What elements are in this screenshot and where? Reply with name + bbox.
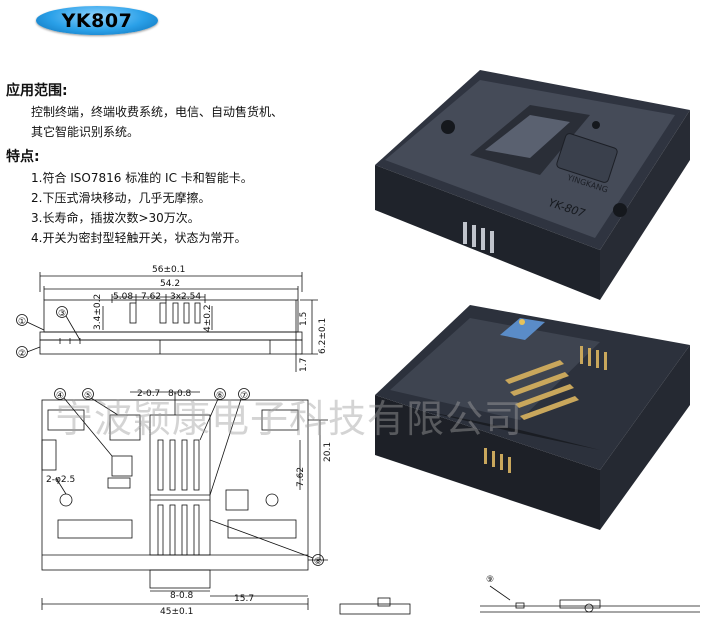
dim-hole: 2-φ2.5 (46, 475, 75, 485)
feature-2: 2.下压式滑块移动，几乎无摩擦。 (31, 191, 211, 205)
feature-4: 4.开关为密封型轻触开关，状态为常开。 (31, 231, 247, 245)
dim-w45: 45±0.1 (160, 607, 193, 617)
model-label: YK807 (61, 9, 133, 32)
callout-3: ③ (58, 309, 66, 319)
dim-inner: 54.2 (160, 279, 180, 289)
callout-2: ② (18, 349, 26, 359)
feature-1: 1.符合 ISO7816 标准的 IC 卡和智能卡。 (31, 171, 253, 185)
callout-4: ④ (56, 391, 64, 401)
dim-h4: 1.7 (299, 358, 309, 372)
dim-b: 8-0.8 (168, 389, 192, 399)
dim-d2: 7.62 (141, 292, 161, 302)
callout-5: ⑤ (84, 391, 92, 401)
callout-8: ⑧ (314, 557, 322, 567)
callout-9: ⑨ (486, 575, 494, 585)
dim-w157: 15.7 (234, 594, 254, 604)
model-badge: YK807 (36, 6, 158, 35)
application-line-2: 其它智能识别系统。 (31, 125, 140, 139)
watermark: 宁波颖康电子科技有限公司 (55, 397, 524, 441)
application-line-1: 控制终端，终端收费系统，电信、自动售货机、 (31, 105, 284, 119)
top-view-drawing (41, 388, 328, 610)
dim-d1: 5.08 (113, 292, 133, 302)
product-photo-top: YINGKANG YK-807 (375, 70, 690, 300)
dim-a: 2-0.7 (137, 389, 160, 399)
application-title: 应用范围: (6, 83, 68, 99)
spec-text: 应用范围: 控制终端，终端收费系统，电信、自动售货机、 其它智能识别系统。 特点… (6, 80, 366, 248)
dim-h5: 6.2±0.1 (318, 318, 328, 354)
dim-h20: 20.1 (323, 442, 333, 462)
callout-7: ⑦ (240, 391, 248, 401)
callout-6: ⑥ (216, 391, 224, 401)
dim-d3: 3x2.54 (170, 292, 201, 302)
dim-h1: 3.4±0.2 (93, 294, 103, 330)
side-view-small (339, 585, 700, 615)
features-title: 特点: (6, 149, 40, 165)
dim-h2: 4±0.2 (203, 304, 213, 332)
product-photo-bottom (375, 305, 690, 530)
dim-h762: 7.62 (296, 467, 306, 487)
top-view-dimensions: 2-0.7 8-0.8 2-φ2.5 20.1 7.62 8-0.8 45±0.… (46, 389, 494, 617)
dim-overall: 56±0.1 (152, 265, 185, 275)
dim-h3: 1.5 (299, 312, 309, 326)
dim-bottom-b: 8-0.8 (170, 591, 194, 601)
side-view-dimensions: 56±0.1 54.2 5.08 7.62 3x2.54 3.4±0.2 4±0… (18, 265, 328, 372)
feature-3: 3.长寿命，插拔次数>30万次。 (31, 211, 200, 225)
side-view-drawing (16, 272, 318, 372)
callout-1: ① (18, 317, 26, 327)
